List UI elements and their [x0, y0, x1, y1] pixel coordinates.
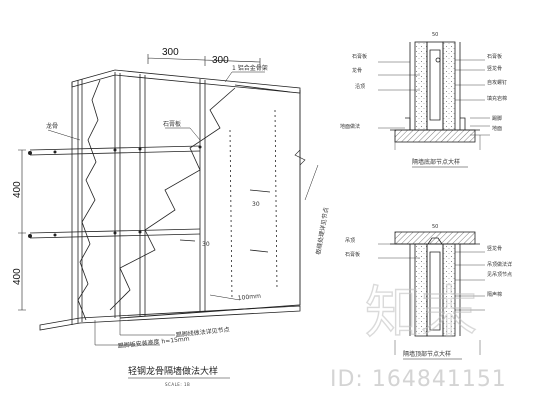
- dim-left-upper: 400: [12, 181, 23, 198]
- detail-bottom-label-1: 石膏板: [345, 251, 360, 258]
- detail-top-label-5: 竖龙骨: [487, 65, 502, 72]
- detail-top-label-8: 地面做法: [340, 123, 360, 130]
- detail-top-label-0: 石膏板: [352, 53, 367, 60]
- callout-mid-1: 石膏板: [163, 120, 181, 128]
- callout-joint-right: 板缝处理详见节点: [314, 207, 330, 256]
- detail-top-label-4: 石膏板: [487, 53, 502, 60]
- dim-top-1: 300: [162, 47, 179, 58]
- watermark-logo-text: 知末: [365, 281, 477, 346]
- watermark-id: ID: 164841151: [330, 367, 507, 392]
- detail-bottom-label-3: 50: [432, 224, 438, 230]
- callout-bottom-3: 100mm: [237, 293, 261, 302]
- callout-bottom-2: 踢脚板安装高度 h=15mm: [117, 334, 190, 350]
- detail-top-label-6: 自攻螺钉: [487, 79, 507, 86]
- dim-left-lower: 400: [12, 268, 23, 285]
- detail-top-label-9: 踢脚: [492, 115, 502, 122]
- callout-left-1: 龙骨: [46, 122, 58, 130]
- watermark-logo: 知末: [364, 280, 477, 346]
- detail-bottom-label-0: 吊顶: [345, 238, 355, 244]
- detail-bottom-label-5: 见吊顶节点: [487, 272, 512, 278]
- main-wall-drawing: [18, 54, 319, 346]
- callout-top-right: 1 铝合金骨架: [232, 64, 268, 72]
- detail-bottom-label-2: 竖龙骨: [487, 245, 502, 252]
- detail-top-labels: 石膏板 龙骨 沿顶 50 石膏板 竖龙骨 自攻螺钉 填充岩棉 地面做法 踢脚 地…: [340, 32, 507, 168]
- detail-top-label-7: 填充岩棉: [487, 95, 507, 102]
- detail-bottom-drawing: [378, 231, 485, 355]
- detail-bottom-label-6: 隔声棉: [487, 291, 502, 298]
- callout-gap-2: 30: [202, 241, 210, 248]
- main-title: 轻钢龙骨隔墙做法大样: [128, 365, 218, 377]
- detail-top-label-2: 沿顶: [355, 83, 365, 90]
- detail-bottom-labels: 吊顶 石膏板 竖龙骨 50 吊顶做法详 见吊顶节点 隔声棉 隔墙顶部节点大样: [345, 224, 512, 360]
- callout-gap-1: 30: [252, 201, 260, 208]
- detail-top-label-3: 50: [432, 32, 438, 38]
- detail-bottom-label-4: 吊顶做法详: [487, 261, 512, 268]
- detail-top-drawing: [378, 41, 490, 150]
- detail-top-label-1: 龙骨: [352, 67, 362, 74]
- main-scale: SCALE: 1B: [165, 382, 190, 387]
- detail-bottom-caption: 隔墙顶部节点大样: [403, 350, 451, 358]
- detail-top-label-10: 地面: [492, 125, 502, 132]
- dim-top-2: 300: [212, 55, 229, 66]
- detail-top-caption: 隔墙底部节点大样: [412, 158, 460, 166]
